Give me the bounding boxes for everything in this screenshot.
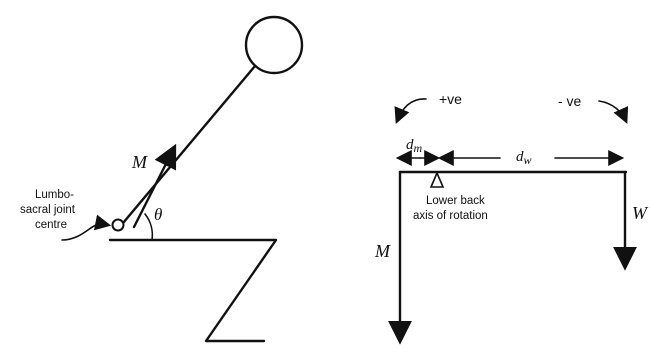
pivot-triangle: [429, 170, 445, 188]
positive-rotation-arrow: [394, 98, 427, 124]
negative-label: - ve: [558, 93, 582, 109]
right-diagram: +ve - ve dm dw Lower back axis of rotati…: [374, 91, 649, 345]
joint-pointer-arrow: [61, 214, 112, 241]
theta-label: θ: [154, 205, 162, 224]
pivot-label: Lower back axis of rotation: [413, 195, 488, 222]
force-m-line: [132, 143, 177, 229]
dw-label: dw: [516, 149, 532, 167]
force-m-label: M: [131, 152, 148, 172]
trunk-line: [116, 64, 257, 231]
negative-rotation-arrow: [598, 100, 629, 124]
head-circle: [244, 15, 304, 75]
joint-label: Lumbo- sacral joint centre: [20, 189, 78, 231]
left-force-label: M: [374, 241, 391, 261]
positive-label: +ve: [439, 91, 462, 107]
dm-label: dm: [406, 137, 423, 155]
right-force-label: W: [632, 203, 649, 223]
angle-arc: [144, 213, 154, 241]
joint-circle: [111, 218, 125, 232]
leg-zigzag: [108, 238, 278, 343]
left-figure: M θ Lumbo- sacral joint centre: [20, 15, 304, 343]
